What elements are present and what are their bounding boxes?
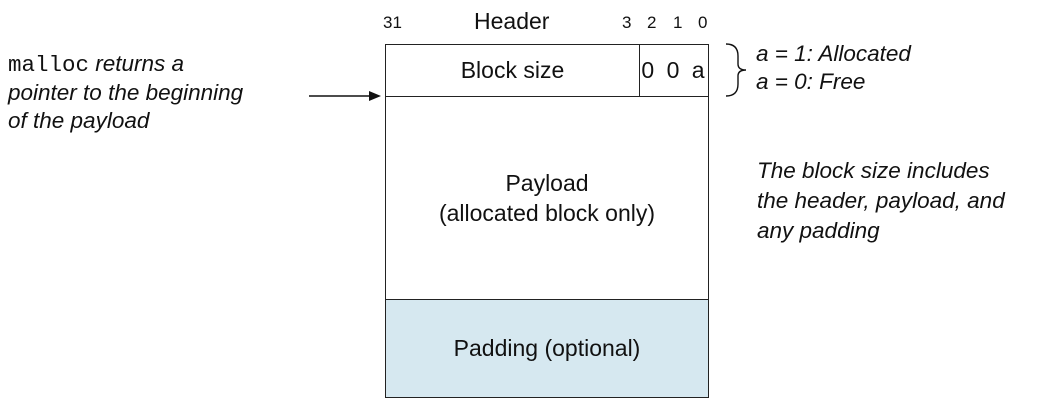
size-note-line1: The block size includes [757, 158, 990, 183]
flag-legend: a = 1: Allocated a = 0: Free [756, 40, 911, 96]
legend-allocated: a = 1: Allocated [756, 41, 911, 66]
size-note-line2: the header, payload, and [757, 188, 1005, 213]
memory-block: Block size 0 0 a Payload (allocated bloc… [385, 44, 709, 398]
block-size-cell: Block size [386, 45, 640, 96]
bit-label-0: 0 [698, 13, 708, 32]
bit-label-1: 1 [673, 13, 683, 32]
block-size-note: The block size includes the header, payl… [757, 156, 1005, 246]
legend-free: a = 0: Free [756, 69, 866, 94]
padding-region: Padding (optional) [386, 300, 708, 397]
malloc-note-line1: malloc returns a [8, 50, 243, 79]
padding-label: Padding (optional) [453, 335, 641, 361]
header-row: Block size 0 0 a [386, 45, 708, 97]
payload-label: Payload [505, 170, 589, 196]
malloc-note: malloc returns a pointer to the beginnin… [8, 50, 243, 135]
bit-label-2: 2 [647, 13, 657, 32]
header-title: Header [474, 8, 550, 34]
malloc-code: malloc [8, 52, 90, 78]
payload-sublabel: (allocated block only) [438, 200, 656, 226]
malloc-note-line1-rest: returns a [89, 51, 185, 76]
bit-label-3: 3 [622, 13, 632, 32]
payload-region: Payload (allocated block only) [386, 97, 708, 300]
malloc-note-line3: of the payload [8, 108, 150, 133]
bit-label-31: 31 [383, 13, 402, 32]
malloc-note-line2: pointer to the beginning [8, 80, 244, 105]
flag-bits-cell: 0 0 a [641, 57, 708, 83]
size-note-line3: any padding [757, 218, 880, 243]
flag-brace [725, 43, 747, 97]
pointer-arrow [309, 91, 381, 101]
